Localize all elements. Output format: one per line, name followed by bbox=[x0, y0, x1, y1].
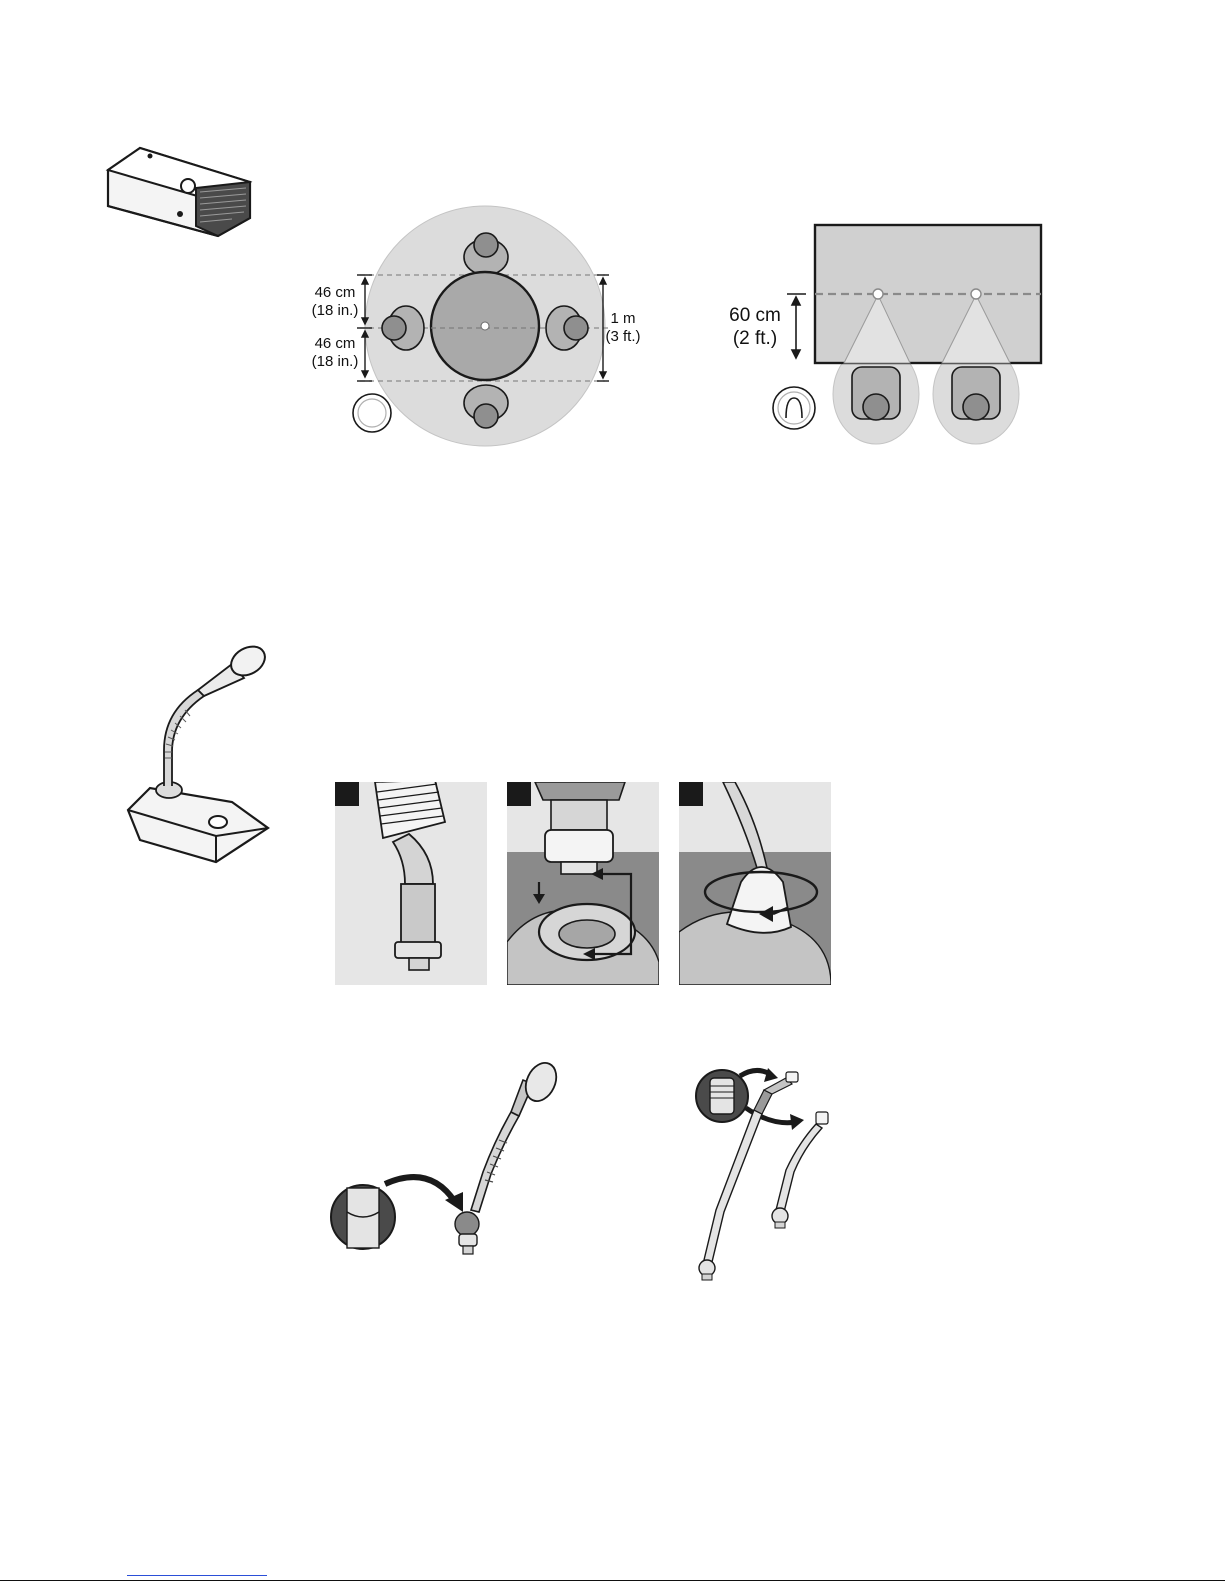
footer-rule bbox=[0, 1580, 1225, 1581]
install-step-3-panel bbox=[679, 782, 831, 985]
gooseneck-microphone-icon bbox=[325, 1062, 575, 1262]
omnidirectional-pattern-icon bbox=[353, 394, 391, 432]
gooseneck-lengths-svg bbox=[690, 1060, 860, 1285]
step-3-badge bbox=[679, 782, 703, 806]
distance-metric: 60 cm bbox=[720, 304, 790, 327]
rect-table-placement-diagram: 60 cm (2 ft.) bbox=[720, 222, 1055, 447]
gooseneck-bottom-connector bbox=[335, 782, 487, 985]
round-table-placement-diagram: 46 cm (18 in.) 46 cm (18 in.) 1 m (3 ft.… bbox=[300, 200, 660, 445]
desktop-microphone-base-icon bbox=[120, 640, 280, 870]
upper-spacing-imperial: (18 in.) bbox=[306, 302, 364, 320]
install-step-2-panel bbox=[507, 782, 659, 985]
footer-link-underline[interactable] bbox=[127, 1575, 267, 1576]
twist-to-lock bbox=[679, 782, 831, 985]
cardioid-pattern-icon bbox=[773, 387, 815, 429]
gooseneck-detail-illustration bbox=[325, 1062, 575, 1262]
gooseneck-lengths-illustration bbox=[690, 1060, 860, 1285]
step-2-badge bbox=[507, 782, 531, 806]
boundary-microphone-illustration bbox=[100, 140, 260, 240]
lower-spacing-metric: 46 cm bbox=[306, 335, 364, 353]
coverage-label: 1 m (3 ft.) bbox=[602, 310, 644, 346]
distance-label: 60 cm (2 ft.) bbox=[720, 304, 790, 350]
upper-spacing-metric: 46 cm bbox=[306, 284, 364, 302]
upper-spacing-label: 46 cm (18 in.) bbox=[306, 284, 364, 320]
lower-spacing-label: 46 cm (18 in.) bbox=[306, 335, 364, 371]
distance-imperial: (2 ft.) bbox=[720, 327, 790, 350]
desktop-base-illustration bbox=[120, 640, 280, 870]
coverage-imperial: (3 ft.) bbox=[602, 328, 644, 346]
boundary-microphone-icon bbox=[100, 140, 260, 240]
insert-connector-into-base bbox=[507, 782, 659, 985]
coverage-metric: 1 m bbox=[602, 310, 644, 328]
lower-spacing-imperial: (18 in.) bbox=[306, 353, 364, 371]
step-1-badge bbox=[335, 782, 359, 806]
install-step-1-panel bbox=[335, 782, 487, 985]
